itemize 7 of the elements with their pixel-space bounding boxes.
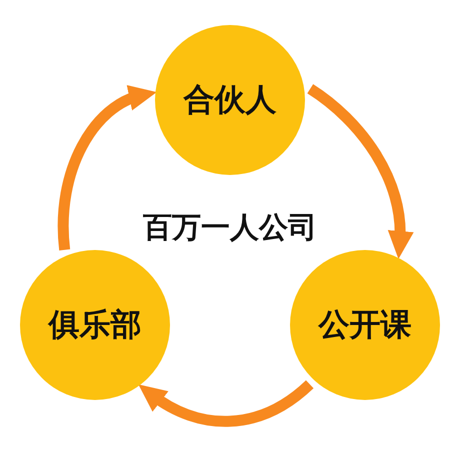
curved-arrow — [138, 380, 314, 427]
curved-arrow — [58, 86, 156, 250]
node-label: 合伙人 — [184, 81, 276, 120]
center-label: 百万一人公司 — [142, 209, 318, 246]
node-label: 公开课 — [318, 306, 412, 345]
curved-arrow — [307, 84, 413, 260]
node-label: 俱乐部 — [48, 306, 142, 345]
